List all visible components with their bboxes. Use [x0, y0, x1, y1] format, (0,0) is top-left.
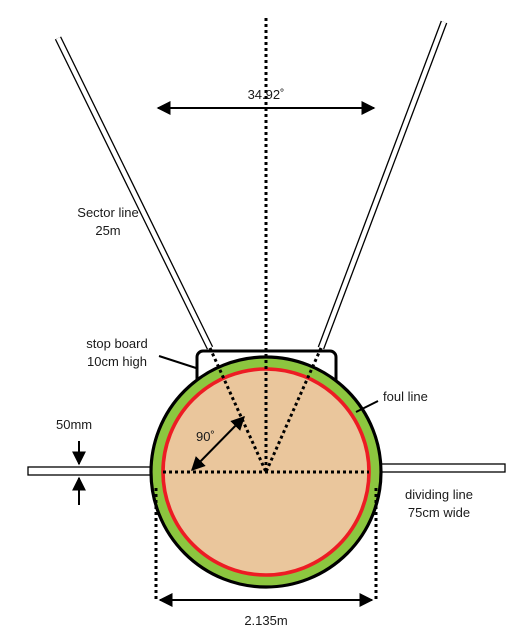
sector-extension-left: [208, 347, 268, 473]
foul-line-label: foul line: [383, 389, 428, 404]
diameter-label: 2.135m: [244, 613, 287, 628]
dividing-line-label: dividing line: [405, 487, 473, 502]
stop-board-label: stop board: [86, 336, 147, 351]
sector-extension-right: [264, 347, 323, 473]
stop-board-height-label: 10cm high: [87, 354, 147, 369]
sector-line-length-label: 25m: [95, 223, 120, 238]
dividing-line-right: [371, 463, 506, 473]
right-angle-label: 90˚: [196, 429, 215, 444]
foul-line-leader: [355, 400, 379, 413]
radius-arrow: [191, 416, 245, 471]
line-width-label: 50mm: [56, 417, 92, 432]
sector-line-label: Sector line: [77, 205, 138, 220]
sector-angle-label: 34.92˚: [248, 87, 285, 102]
dividing-line-width-label: 75cm wide: [408, 505, 470, 520]
dividing-line-left: [27, 466, 166, 476]
stop-board-leader: [158, 355, 197, 369]
